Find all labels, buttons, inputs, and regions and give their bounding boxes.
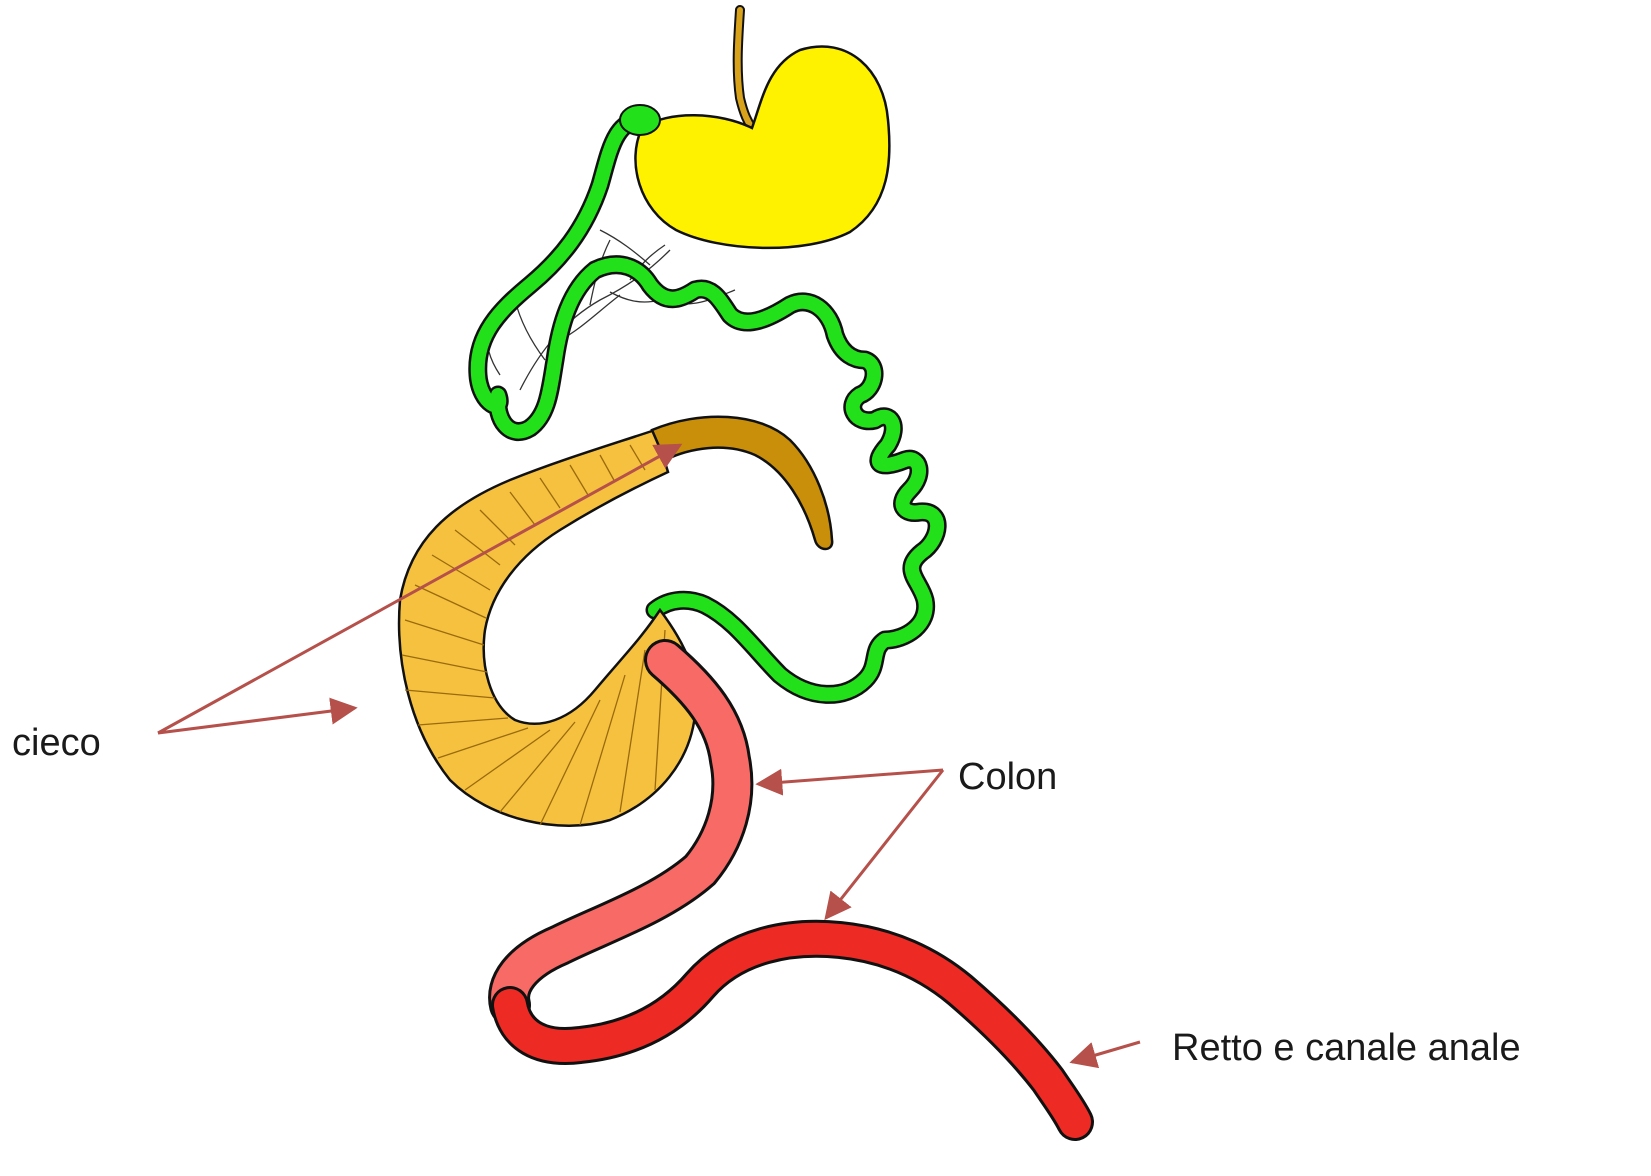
mesentery-vessels: [487, 230, 735, 390]
pylorus: [620, 105, 660, 135]
stomach: [635, 46, 889, 247]
arrow-cieco-to-cecum: [158, 708, 355, 733]
arrow-retto: [1072, 1042, 1140, 1062]
appendix: [652, 417, 832, 549]
label-cieco: cieco: [12, 724, 101, 762]
label-colon: Colon: [958, 758, 1057, 796]
arrow-colon-lower: [826, 770, 943, 918]
rectum: [510, 939, 1075, 1122]
label-retto-canale-anale: Retto e canale anale: [1172, 1029, 1521, 1067]
arrow-colon-upper: [758, 770, 943, 784]
